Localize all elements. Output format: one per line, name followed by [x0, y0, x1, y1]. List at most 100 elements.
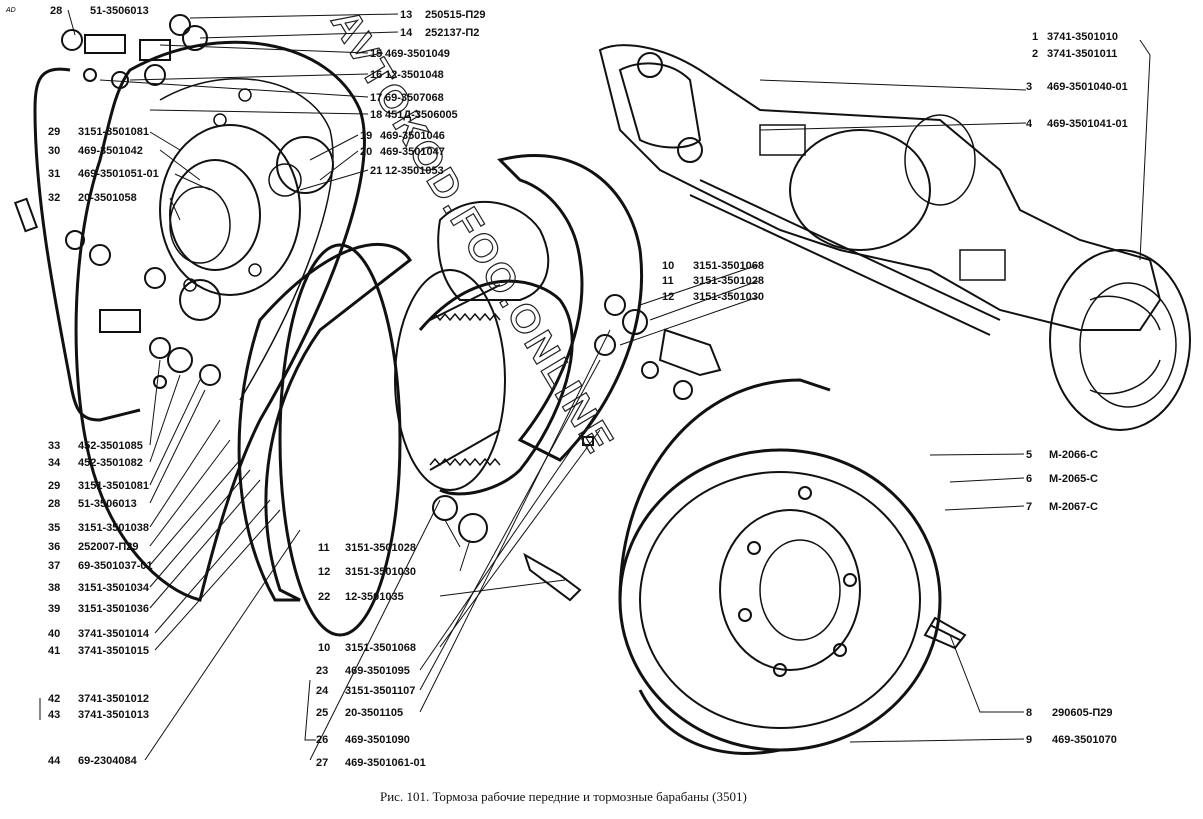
callout-number: 6 [1026, 473, 1032, 485]
callout-part-code: 69-2304084 [78, 755, 138, 767]
callout-number: 3 [1026, 81, 1032, 93]
axle-assembly [598, 44, 1191, 431]
leader-line [149, 389, 206, 504]
leader-line [419, 329, 611, 713]
leader-line [299, 169, 369, 191]
callout-part-code: 469-3501051-01 [78, 168, 159, 180]
callout-part-code: 3151-3501038 [78, 522, 149, 534]
callout-part-code: 469-3501090 [345, 734, 410, 746]
callout-number: 15 [370, 48, 382, 60]
leader-line [189, 13, 399, 19]
leader-line [99, 79, 369, 98]
leader-line [129, 73, 369, 81]
leader-line [159, 44, 369, 54]
callout-number: 28 [48, 498, 60, 510]
callout-part-code: 469-3501049 [385, 48, 450, 60]
cylinder-parts-left [13, 197, 221, 389]
leader-line [419, 414, 596, 671]
callout-part-code: 452-3501082 [78, 457, 143, 469]
callout-part-code: 469-3501095 [345, 665, 410, 677]
callout-part-code: 3151-3501036 [78, 603, 149, 615]
brake-drum [618, 378, 967, 755]
parts-drawing [13, 14, 1191, 755]
callout-part-code: 3151-3501030 [345, 566, 416, 578]
callout-number: 27 [316, 757, 328, 769]
leader-line [1139, 39, 1151, 261]
callout-part-code: 3741-3501010 [1047, 31, 1118, 43]
callout-number: 5 [1026, 449, 1032, 461]
callout-part-code: 469-3501046 [380, 130, 445, 142]
callout-number: 38 [48, 582, 60, 594]
callout-part-code: 452-3501085 [78, 440, 143, 452]
leader-line [419, 359, 601, 691]
callout-number: 16 [370, 69, 382, 81]
callout-part-code: 252137-П2 [425, 27, 479, 39]
callout-number: 29 [48, 480, 60, 492]
callout-part-code: 3741-3501014 [78, 628, 150, 640]
callout-number: 21 [370, 165, 382, 177]
leader-line [174, 173, 211, 191]
callout-number: 17 [370, 92, 382, 104]
callout-number: 7 [1026, 501, 1032, 513]
leader-line [439, 429, 601, 648]
callout-part-code: 3151-3501028 [693, 275, 764, 287]
callout-number: 10 [662, 260, 674, 272]
callout-number: 32 [48, 192, 60, 204]
callout-part-code: 3741-3501012 [78, 693, 149, 705]
fittings-top [61, 14, 208, 89]
callout-number: 14 [400, 27, 413, 39]
callout-number: 25 [316, 707, 328, 719]
callout-part-code: 469-3501041-01 [1047, 118, 1128, 130]
leader-line [944, 505, 1025, 511]
callout-number: 2 [1032, 48, 1038, 60]
leader-line [144, 529, 301, 761]
callout-part-code: 3151-3501068 [693, 260, 764, 272]
callout-part-code: 20-3501058 [78, 192, 137, 204]
leader-line [309, 134, 359, 161]
callout-number: 13 [400, 9, 412, 21]
figure-caption: Рис. 101. Тормоза рабочие передние и тор… [380, 789, 747, 804]
callout-part-code: М-2067-С [1049, 501, 1098, 513]
callout-part-code: 3151-3501081 [78, 480, 149, 492]
callout-number: 35 [48, 522, 60, 534]
leader-line [149, 109, 369, 115]
callout-part-code: 469-3501070 [1052, 734, 1117, 746]
leader-line [199, 31, 399, 39]
leader-line [149, 459, 241, 566]
callout-part-code: 3151-3501068 [345, 642, 416, 654]
callout-number: 22 [318, 591, 330, 603]
callout-part-code: 290605-П29 [1052, 707, 1113, 719]
callout-number: 20 [360, 146, 372, 158]
leader-line [949, 634, 1024, 713]
callout-number: 44 [48, 755, 61, 767]
watermark: AVTOKOD.FOO.ONLINE [322, 2, 623, 462]
callout-number: 19 [360, 130, 372, 142]
leader-line [459, 539, 471, 572]
callout-number: 11 [318, 542, 330, 554]
callout-number: 1 [1032, 31, 1038, 43]
callout-number: 10 [318, 642, 330, 654]
leader-line [439, 579, 566, 597]
corner-mark: AD [5, 7, 16, 14]
callout-part-code: 3151-3501107 [345, 685, 415, 697]
callout-number: 43 [48, 709, 60, 721]
callout-number: 23 [316, 665, 328, 677]
shoe-web [437, 200, 550, 301]
callout-part-code: М-2065-С [1049, 473, 1098, 485]
callout-part-code: 3741-3501013 [78, 709, 149, 721]
callout-part-code: 51-3506013 [90, 5, 149, 17]
callout-number: 29 [48, 126, 60, 138]
callout-number: 36 [48, 541, 60, 553]
leader-line [169, 197, 181, 221]
leader-line [649, 280, 759, 321]
callout-number: 4 [1026, 118, 1033, 130]
callout-number: 11 [662, 275, 674, 287]
adjuster-parts [432, 294, 722, 602]
callout-part-code: 20-3501105 [345, 707, 403, 719]
callout-part-code: 469-3501061-01 [345, 757, 426, 769]
callout-part-code: 12-3501048 [385, 69, 444, 81]
callout-part-code: 469-3501047 [380, 146, 445, 158]
callout-part-code: М-2066-С [1049, 449, 1098, 461]
